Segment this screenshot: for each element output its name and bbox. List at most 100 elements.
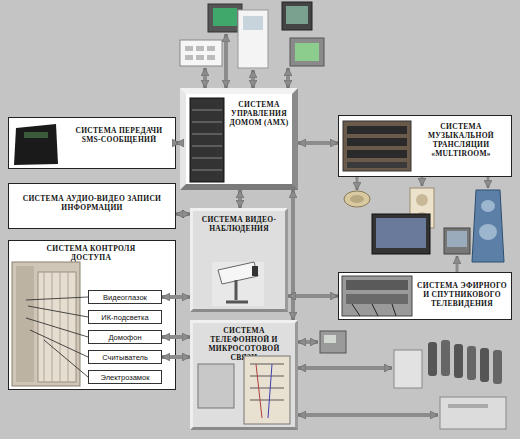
wire — [256, 364, 262, 418]
phone-device — [320, 331, 346, 353]
double-arrow — [298, 340, 318, 344]
wall-panel — [238, 10, 268, 68]
speaker-cone — [350, 195, 364, 203]
gate-photo — [12, 262, 80, 386]
handset — [441, 340, 450, 376]
handset — [454, 344, 463, 378]
rack-unit — [192, 170, 222, 171]
system-box: СИСТЕМА АУДИО-ВИДЕО ЗАПИСИ ИНФОРМАЦИИ — [8, 183, 176, 229]
wire — [250, 364, 284, 365]
gate-door — [38, 272, 76, 382]
double-arrow — [162, 335, 190, 339]
keypad-button — [185, 55, 193, 60]
handset — [493, 350, 502, 384]
system-box: СИСТЕМА ВИДЕО-НАБЛЮДЕНИЯ — [190, 208, 288, 312]
double-arrow — [176, 141, 180, 145]
node-label: СИСТЕМА ПЕРЕДАЧИ SMS-СООБЩЕНИЙ — [67, 126, 171, 144]
camera-lens — [252, 266, 258, 276]
node-label: Домофон — [89, 333, 161, 342]
touch-screen — [295, 43, 319, 61]
node-label: Электрозамок — [89, 373, 161, 382]
speaker-cone — [481, 200, 495, 212]
wire — [250, 388, 284, 389]
floor-speaker — [472, 190, 504, 262]
speaker-cone — [479, 224, 497, 240]
node-label: ИК-подсветка — [89, 313, 161, 322]
arrow — [356, 177, 359, 190]
arrow — [487, 177, 490, 188]
leader-line — [26, 318, 88, 337]
touch-panel — [282, 2, 312, 30]
double-arrow — [203, 68, 207, 88]
handset — [467, 346, 476, 380]
node-label: СИСТЕМА ЭФИРНОГО И СПУТНИКОВОГО ТЕЛЕВИДЕ… — [415, 281, 509, 308]
receiver-unit — [346, 280, 408, 290]
unit-detail — [448, 404, 488, 408]
rack-unit — [192, 110, 222, 111]
component-box: ИК-подсветка — [88, 310, 162, 324]
gate-bar — [60, 272, 61, 382]
touch-panel — [208, 4, 242, 32]
node-label: СИСТЕМА ТЕЛЕФОННОЙ И МИКРОСОТОВОЙ СВЯЗИ — [195, 326, 293, 362]
node-label: СИСТЕМА УПРАВЛЕНИЯ ДОМОМ (AMX) — [228, 100, 290, 127]
gate-pillar — [16, 266, 34, 382]
keypad-button — [207, 55, 215, 60]
double-arrow — [291, 190, 295, 320]
leader-line — [30, 330, 88, 357]
audio-equipment — [343, 121, 411, 171]
wall-panel-screen — [243, 16, 263, 30]
node-label: СИСТЕМА АУДИО-ВИДЕО ЗАПИСИ ИНФОРМАЦИИ — [15, 194, 169, 212]
double-arrow — [238, 190, 242, 208]
wall-speaker — [410, 188, 434, 228]
phone-display — [324, 335, 336, 343]
arrow — [421, 177, 424, 186]
wire — [250, 400, 284, 401]
gate-bar — [52, 272, 53, 382]
system-box: СИСТЕМА ПЕРЕДАЧИ SMS-СООБЩЕНИЙ — [8, 117, 176, 169]
pbx-panel — [198, 364, 234, 408]
leader-line — [44, 340, 88, 377]
node-label: СИСТЕМА ВИДЕО-НАБЛЮДЕНИЯ — [195, 215, 283, 233]
component-box: Считыватель — [88, 350, 162, 364]
leader-line — [28, 306, 88, 317]
handset — [480, 348, 489, 382]
rack-unit — [192, 146, 222, 147]
system-box: СИСТЕМА ЭФИРНОГО И СПУТНИКОВОГО ТЕЛЕВИДЕ… — [338, 272, 512, 320]
rack-unit — [192, 134, 222, 135]
audio-unit — [347, 162, 407, 168]
audio-unit — [347, 126, 407, 134]
touch-panel — [290, 38, 324, 66]
camera-mount — [226, 301, 248, 304]
double-arrow — [162, 355, 190, 359]
keypad-button — [196, 55, 204, 60]
cross-cabinet — [244, 356, 290, 424]
double-arrow — [298, 366, 392, 370]
satellite-equipment — [342, 276, 412, 316]
tv-set — [444, 228, 470, 254]
microcell-unit — [440, 397, 506, 429]
tv-screen — [447, 231, 467, 247]
camera-photo — [212, 262, 264, 306]
cable — [352, 304, 360, 316]
arrow — [456, 256, 459, 272]
node-label: СИСТЕМА КОНТРОЛЯ ДОСТУПА — [39, 244, 143, 262]
speaker-cone — [416, 194, 428, 206]
node-label: Видеоглазок — [89, 293, 161, 302]
touch-screen — [213, 8, 237, 26]
touch-screen — [286, 6, 308, 24]
node-label: Считыватель — [89, 353, 161, 362]
base-station — [394, 350, 422, 388]
double-arrow — [286, 68, 290, 88]
system-box: СИСТЕМА МУЗЫКАЛЬНОЙ ТРАНСЛЯЦИИ «MULTIROO… — [338, 115, 512, 177]
component-box: Электрозамок — [88, 370, 162, 384]
double-arrow — [176, 212, 190, 216]
double-arrow — [162, 295, 190, 299]
double-arrow — [251, 70, 255, 88]
gate-bar — [68, 272, 69, 382]
keypad-button — [207, 46, 215, 51]
audio-unit — [347, 150, 407, 158]
modem-light — [24, 132, 48, 138]
gate-bar — [44, 272, 45, 382]
rack-unit — [192, 158, 222, 159]
